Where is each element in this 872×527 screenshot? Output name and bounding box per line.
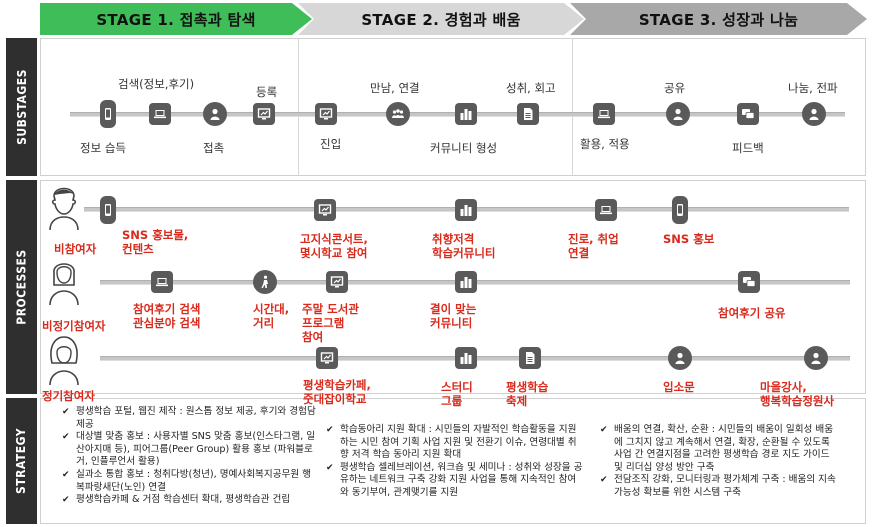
- phone-icon: [672, 196, 688, 224]
- building-icon: [455, 199, 477, 221]
- process-label: 평생학습 축제: [506, 380, 549, 408]
- strategy-item: 대상별 맞춤 홍보 : 사용자별 SNS 맞춤 홍보(인스타그램, 일산아지매 …: [62, 431, 316, 469]
- user-icon: [203, 102, 227, 126]
- process-label: 고지식콘서트, 몇시학교 참여: [300, 232, 368, 260]
- chat-icon: [738, 271, 760, 293]
- stage-2-banner: STAGE 2. 경험과 배움: [298, 3, 584, 35]
- document-icon: [519, 347, 541, 369]
- person-icon: [49, 187, 79, 230]
- strategy-side-label: STRATEGY: [6, 398, 37, 524]
- substage-label: 공유: [664, 81, 686, 95]
- phone-icon: [100, 100, 116, 128]
- user-icon: [666, 102, 690, 126]
- strategy-item: 학습동아리 지원 확대 : 시민들의 자발적인 학습활동을 지원하는 시민 참여…: [326, 424, 584, 462]
- process-label: 결이 맞는 커뮤니티: [430, 302, 477, 330]
- strategy-item: 평생학습 포털, 웹진 제작 : 원스톱 정보 제공, 후기와 경험담 제공: [62, 406, 316, 431]
- substage-label: 성취, 회고: [506, 81, 556, 95]
- user-icon: [668, 346, 692, 370]
- strategy-list-stage2: 학습동아리 지원 확대 : 시민들의 자발적인 학습활동을 지원하는 시민 참여…: [326, 424, 584, 500]
- monitor-icon: [316, 347, 338, 369]
- strategy-list-stage3: 배움의 연결, 확산, 순환 : 시민들의 배움이 일회성 배움에 그치지 않고…: [600, 424, 836, 500]
- substage-label: 진입: [320, 137, 342, 151]
- laptop-icon: [151, 271, 173, 293]
- monitor-icon: [314, 199, 336, 221]
- process-label: 취향저격 학습커뮤니티: [432, 232, 496, 260]
- substage-label: 나눔, 전파: [788, 81, 838, 95]
- substage-label: 접촉: [203, 141, 225, 155]
- user-icon: [804, 346, 828, 370]
- substages-panel: [40, 38, 866, 176]
- user-icon: [802, 102, 826, 126]
- group-icon: [386, 102, 410, 126]
- substage-label: 활용, 적용: [580, 137, 630, 151]
- monitor-icon: [253, 103, 275, 125]
- monitor-icon: [326, 271, 348, 293]
- process-label: 시간대, 거리: [253, 302, 290, 330]
- person-icon: [49, 263, 79, 305]
- strategy-list-stage1: 평생학습 포털, 웹진 제작 : 원스톱 정보 제공, 후기와 경험담 제공 대…: [62, 406, 316, 507]
- strategy-item: 평생학습 셀레브레이션, 워크숍 및 세미나 : 성취와 성장을 공유하는 네트…: [326, 462, 584, 500]
- substage-label: 피드백: [732, 141, 764, 155]
- process-label: 입소문: [663, 380, 695, 394]
- divider: [298, 38, 299, 176]
- strategy-item: 실과소 통합 홍보 : 청취다방(청년), 명예사회복지공무원 행복파랑새단(노…: [62, 469, 316, 494]
- process-label: 스터디 그룹: [441, 380, 473, 408]
- process-label: SNS 홍보: [663, 232, 715, 246]
- divider: [572, 38, 573, 176]
- process-label: 주말 도서관 프로그램 참여: [302, 302, 359, 344]
- process-label: 평생학습카페, 줏대잡이학교: [303, 378, 371, 406]
- monitor-icon: [315, 103, 337, 125]
- substage-label: 검색(정보,후기): [118, 77, 195, 91]
- person-icon: [49, 336, 79, 385]
- stage-3-banner: STAGE 3. 성장과 나눔: [570, 3, 867, 35]
- substage-label: 등록: [256, 85, 278, 99]
- substage-label: 커뮤니티 형성: [430, 141, 498, 155]
- strategy-item: 평생학습카페 & 거점 학습센터 확대, 평생학습관 건립: [62, 494, 316, 507]
- process-label: 진로, 취업 연결: [568, 232, 619, 260]
- phone-icon: [100, 196, 116, 224]
- strategy-item: 배움의 연결, 확산, 순환 : 시민들의 배움이 일회성 배움에 그치지 않고…: [600, 424, 836, 474]
- persona-label: 정기참여자: [42, 389, 95, 403]
- process-label: 참여후기 검색 관심분야 검색: [133, 302, 201, 330]
- process-label: SNS 홍보물, 컨텐츠: [122, 228, 189, 256]
- substage-label: 정보 습득: [80, 141, 126, 155]
- substage-label: 만남, 연결: [370, 81, 420, 95]
- walking-person-icon: [253, 270, 277, 294]
- processes-side-label: PROCESSES: [6, 180, 37, 394]
- building-icon: [455, 271, 477, 293]
- laptop-icon: [595, 199, 617, 221]
- stage-1-banner: STAGE 1. 접촉과 탐색: [40, 3, 312, 35]
- chat-icon: [737, 103, 759, 125]
- persona-label: 비정기참여자: [42, 319, 106, 333]
- process-label: 참여후기 공유: [718, 306, 786, 320]
- building-icon: [455, 103, 477, 125]
- laptop-icon: [593, 103, 615, 125]
- strategy-item: 전담조직 강화, 모니터링과 평가체계 구축 : 배움의 지속가능성 확보를 위…: [600, 474, 836, 499]
- persona-label: 비참여자: [54, 242, 97, 256]
- laptop-icon: [149, 103, 171, 125]
- process-label: 마을강사, 행복학습정원사: [760, 380, 835, 408]
- building-icon: [455, 347, 477, 369]
- substages-side-label: SUBSTAGES: [6, 38, 37, 176]
- document-icon: [517, 103, 539, 125]
